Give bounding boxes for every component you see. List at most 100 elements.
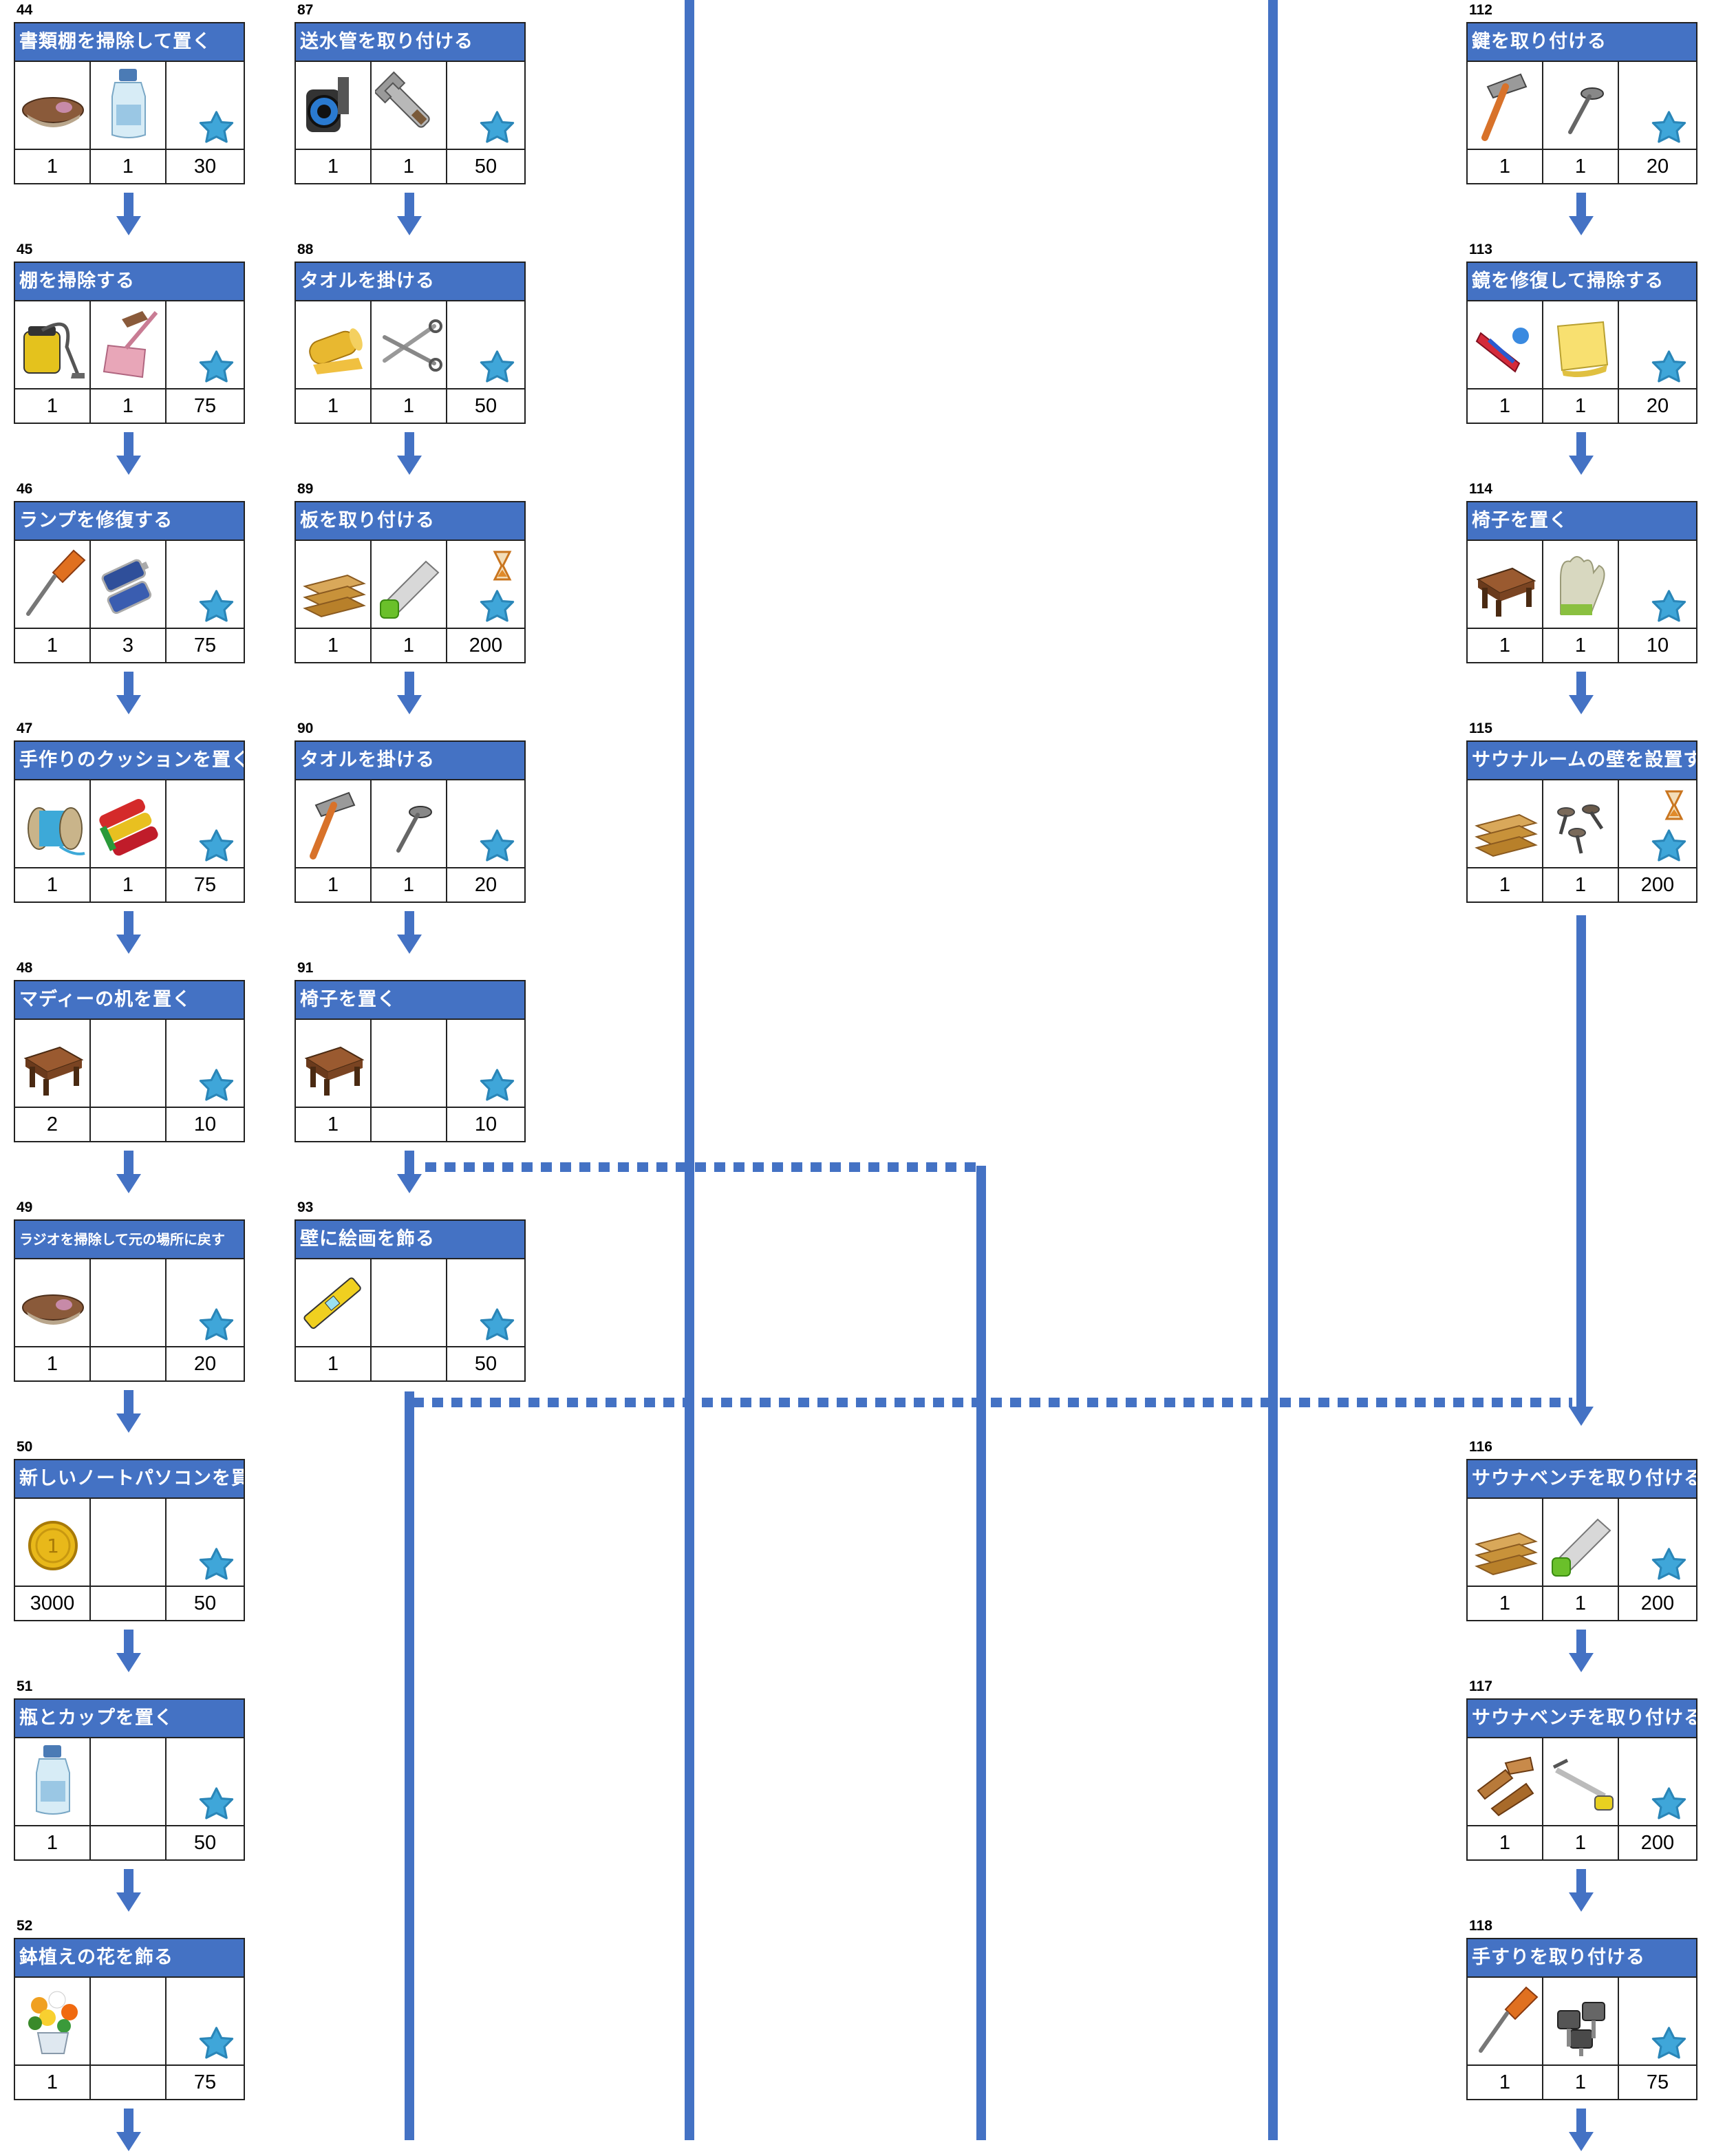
requirement-qty: 75 [193, 395, 217, 417]
gloves-icon [1560, 556, 1605, 615]
task-number: 52 [17, 1918, 33, 1934]
task-number: 50 [17, 1439, 33, 1455]
requirement-qty: 1 [46, 1353, 58, 1375]
requirement-image [296, 62, 370, 150]
requirement-cell: 1 [1543, 301, 1619, 423]
task-title: 鏡を修復して掃除する [1468, 263, 1696, 301]
star-icon [199, 1548, 234, 1580]
sponge-cloth-icon [1556, 321, 1609, 377]
requirement-qty: 1 [1574, 2071, 1587, 2093]
requirement-image [1543, 301, 1618, 389]
requirement-cell: 200 [1619, 1738, 1696, 1859]
flow-arrow [115, 432, 142, 476]
requirement-image [1543, 541, 1618, 629]
flow-line [1576, 915, 1586, 1383]
requirement-cell: 20 [1619, 62, 1696, 183]
requirement-cell: 200 [1619, 1499, 1696, 1620]
requirement-image [167, 1738, 244, 1826]
star-icon [1651, 1548, 1686, 1580]
requirement-qty: 30 [193, 156, 217, 178]
requirement-qty: 10 [1646, 634, 1669, 657]
requirement-cell: 200 [1619, 780, 1696, 901]
requirement-qty: 1 [1499, 156, 1511, 178]
requirement-qty: 50 [474, 156, 497, 178]
task-title: ランプを修復する [15, 502, 244, 541]
task-number: 114 [1469, 481, 1492, 497]
task-number: 46 [17, 481, 33, 497]
requirement-qty: 1 [46, 634, 58, 657]
task-title: 送水管を取り付ける [296, 23, 524, 62]
requirement-qty: 1 [327, 395, 339, 417]
task-title: 板を取り付ける [296, 502, 524, 541]
task-card: 115サウナルームの壁を設置する11200 [1466, 718, 1697, 917]
requirement-qty: 10 [474, 1113, 497, 1135]
requirement-cell: 1 [1468, 541, 1543, 662]
requirement-qty: 50 [474, 395, 497, 417]
task-number: 44 [17, 2, 33, 18]
requirement-cell: 1 [372, 780, 447, 901]
section-line [1268, 0, 1278, 2140]
requirement-image [372, 541, 446, 629]
requirement-image [372, 1259, 446, 1347]
squeegee-icon [1475, 328, 1529, 373]
star-icon [199, 111, 234, 143]
requirement-image [91, 541, 165, 629]
flow-arrow [115, 1869, 142, 1913]
branch-line [405, 1391, 414, 2140]
requirement-image [1619, 1499, 1696, 1587]
pipe-clamp-icon [306, 77, 349, 132]
star-icon [1651, 350, 1686, 383]
requirement-image [1619, 1738, 1696, 1826]
requirement-qty: 1 [1499, 874, 1511, 896]
task-number: 90 [297, 721, 314, 736]
planks-icon [303, 574, 366, 618]
requirement-cell: 10 [167, 1020, 244, 1141]
task-title: 手すりを取り付ける [1468, 1939, 1696, 1978]
requirement-image [447, 301, 524, 389]
requirement-qty: 1 [46, 1832, 58, 1854]
fabric-rolls-icon [99, 799, 158, 856]
task-number: 112 [1469, 2, 1492, 18]
requirement-image [1468, 301, 1542, 389]
requirement-qty: 1 [403, 156, 415, 178]
flow-arrow [1567, 1630, 1595, 1674]
requirement-qty: 1 [1574, 874, 1587, 896]
star-icon [199, 1308, 234, 1341]
requirement-qty: 1 [1499, 1832, 1511, 1854]
towel-roll-icon [309, 328, 363, 374]
requirement-cell: 1 [1468, 301, 1543, 423]
flow-arrow [396, 911, 423, 955]
dashed-connector [413, 1398, 1572, 1407]
star-icon [480, 829, 515, 862]
requirement-cell: 50 [447, 301, 524, 423]
planks-icon [1475, 813, 1538, 857]
requirement-qty: 20 [1646, 395, 1669, 417]
requirement-cell: 1 [296, 1259, 372, 1380]
task-number: 117 [1469, 1678, 1492, 1694]
task-number: 113 [1469, 242, 1492, 257]
task-number: 49 [17, 1199, 33, 1215]
requirement-cell: 1 [91, 780, 167, 901]
flow-arrow [115, 911, 142, 955]
task-title: 椅子を置く [296, 981, 524, 1020]
requirement-image [1619, 301, 1696, 389]
requirement-qty: 200 [469, 634, 503, 657]
star-icon [480, 111, 515, 143]
